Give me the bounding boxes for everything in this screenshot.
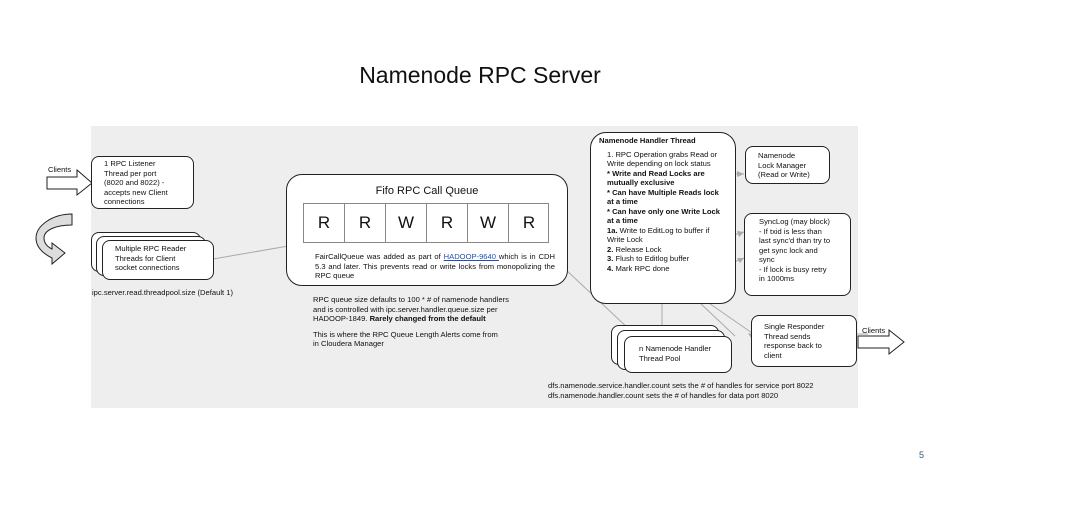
queue-cell: R: [522, 213, 536, 233]
pool-line: n Namenode Handler: [639, 344, 712, 353]
synclog-line: get sync lock and: [759, 245, 818, 255]
step-label: 2.: [607, 244, 614, 254]
lock-manager-line: Lock Manager: [758, 160, 807, 170]
synclog-line: - If lock is busy retry: [759, 264, 827, 274]
listener-line: 1 RPC Listener: [104, 159, 156, 168]
step-text: Release Lock: [613, 244, 662, 254]
responder-line: Single Responder: [764, 322, 825, 331]
rpc-call-queue-box: Fifo RPC Call Queue R R W R W R FairCall…: [286, 174, 568, 286]
rpc-listener-box: 1 RPC Listener Thread per port (8020 and…: [91, 156, 194, 209]
queue-title: Fifo RPC Call Queue: [375, 185, 479, 197]
handler-count-line: dfs.namenode.service.handler.count sets …: [548, 381, 814, 390]
synclog-line: - If txid is less than: [759, 226, 822, 236]
synclog-box: SyncLog (may block) - If txid is less th…: [744, 213, 851, 296]
queue-info: RPC queue size defaults to 100 * # of na…: [313, 295, 509, 349]
lock-manager-line: Namenode: [758, 151, 796, 160]
listener-line: connections: [104, 197, 145, 206]
handler-bold: * Can have Multiple Reads lock at a time: [607, 187, 719, 207]
handler-step: 1a. Write to EditLog to buffer if Write …: [607, 226, 727, 245]
queue-cell: R: [427, 204, 468, 242]
queue-info-bold: Rarely changed from the default: [369, 314, 486, 323]
hadoop-9640-link[interactable]: HADOOP-9640: [443, 252, 499, 261]
step-text: Flush to Editlog buffer: [613, 254, 690, 263]
page-title: Namenode RPC Server: [359, 62, 601, 88]
handler-thread-title: Namenode Handler Thread: [599, 136, 696, 145]
queue-cells: R R W R W R: [303, 203, 549, 243]
handler-bold: * Write and Read Locks are mutually excl…: [607, 168, 705, 188]
reader-line: socket connections: [115, 263, 180, 272]
synclog-line: sync: [759, 255, 775, 264]
listener-line: Thread per port: [104, 168, 157, 178]
reader-line: Multiple RPC Reader: [115, 244, 187, 253]
synclog-line: SyncLog (may block): [759, 217, 830, 226]
clients-arrow-left: [46, 168, 93, 197]
queue-cell: R: [304, 204, 345, 242]
queue-info-line: This is where the RPC Queue Length Alert…: [313, 329, 498, 339]
handler-step: 3. Flush to Editlog buffer: [607, 254, 727, 264]
step-label: 4.: [607, 263, 614, 273]
queue-info-line: RPC queue size defaults to 100 * # of na…: [313, 295, 509, 304]
handler-thread-pool-box: n Namenode Handler Thread Pool: [624, 336, 732, 373]
handler-step: 1. RPC Operation grabs Read or Write dep…: [607, 149, 718, 169]
single-responder-box: Single Responder Thread sends response b…: [751, 315, 857, 367]
synclog-line: in 1000ms: [759, 274, 795, 283]
listener-line: (8020 and 8022) -: [104, 178, 165, 187]
clients-arrow-right: [857, 328, 905, 356]
queue-cell: R: [345, 204, 386, 242]
queue-info-line: and is controlled with ipc.server.handle…: [313, 304, 498, 314]
queue-info-line: HADOOP-1849. Rarely changed from the def…: [313, 314, 509, 324]
rpc-reader-threads-box: Multiple RPC Reader Threads for Client s…: [102, 240, 214, 280]
clients-label-left: Clients: [48, 165, 72, 174]
responder-line: Thread sends: [764, 331, 811, 341]
page-number: 5: [919, 450, 925, 460]
pool-line: Thread Pool: [639, 353, 681, 363]
namenode-handler-thread-box: Namenode Handler Thread 1. RPC Operation…: [590, 132, 736, 304]
curved-arrow-icon: [35, 213, 73, 266]
step-label: 1a.: [607, 225, 618, 235]
queue-cell: W: [386, 204, 427, 242]
queue-info-line: in Cloudera Manager: [313, 339, 384, 348]
readers-note: ipc.server.read.threadpool.size (Default…: [92, 288, 233, 297]
handler-counts: dfs.namenode.service.handler.count sets …: [548, 381, 814, 400]
step-text: Write to EditLog to buffer if Write Lock: [607, 225, 710, 245]
lock-manager-line: (Read or Write): [758, 170, 810, 179]
handler-bold: * Can have only one Write Lock at a time: [607, 206, 720, 226]
step-label: 3.: [607, 254, 614, 263]
queue-note-suffix: which is in CDH 5.3 and later. This prev…: [315, 252, 555, 280]
queue-note: FairCallQueue was added as part of HADOO…: [315, 252, 555, 281]
synclog-line: last sync'd than try to: [759, 236, 831, 245]
responder-line: response back to: [764, 341, 822, 350]
clients-label-right: Clients: [862, 326, 886, 335]
handler-step: 4. Mark RPC done: [607, 264, 727, 274]
step-text: Mark RPC done: [613, 263, 670, 273]
responder-line: client: [764, 350, 782, 360]
queue-note-prefix: FairCallQueue was added as part of: [315, 252, 444, 261]
handler-step: 2. Release Lock: [607, 245, 727, 255]
queue-info-prefix: HADOOP-1849.: [313, 314, 370, 323]
listener-line: accepts new Client: [104, 187, 168, 197]
lock-manager-box: Namenode Lock Manager (Read or Write): [745, 146, 830, 184]
reader-line: Threads for Client: [115, 253, 176, 263]
queue-cell: W: [468, 204, 509, 242]
handler-count-line: dfs.namenode.handler.count sets the # of…: [548, 390, 779, 400]
